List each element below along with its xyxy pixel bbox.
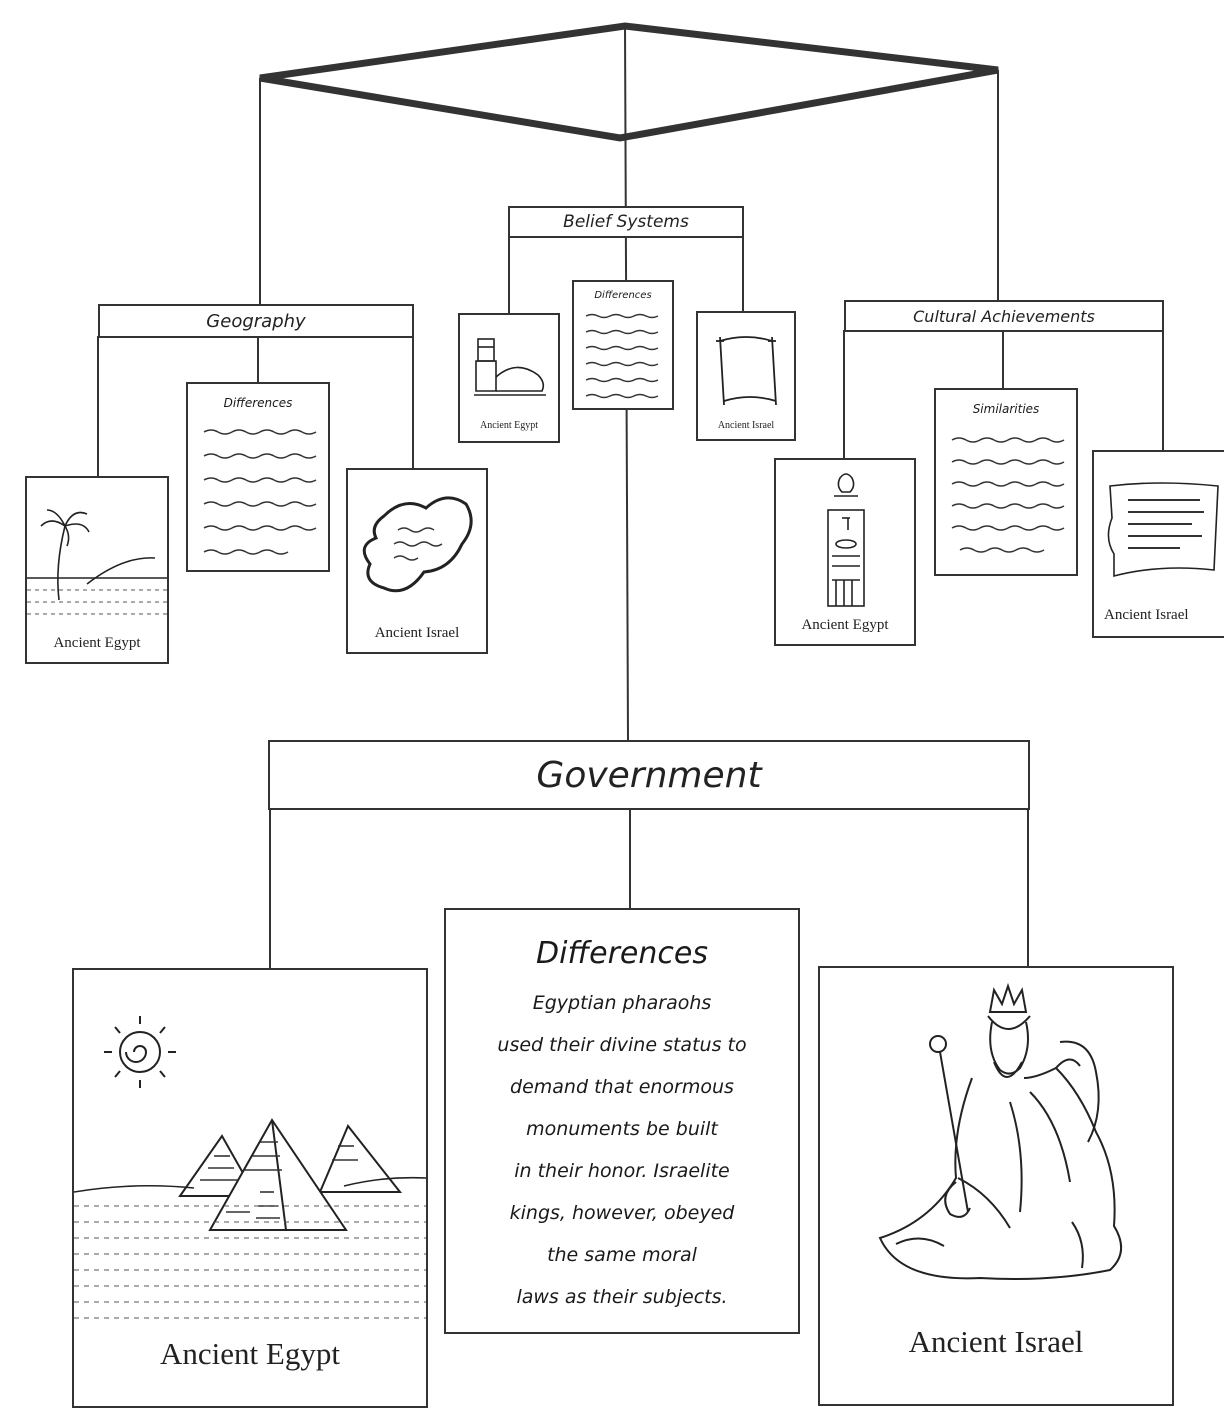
pyramids-icon: [178, 1118, 403, 1231]
top-diamond-frame: [259, 22, 999, 142]
sun-pyramids-icon: [74, 1016, 426, 1319]
geo-differences-title: Differences: [223, 396, 293, 410]
belief-egypt-caption: Ancient Egypt: [479, 420, 539, 431]
geo-israel-card: Ancient Israel: [346, 468, 488, 654]
sphinx-icon: [474, 338, 546, 396]
hieroglyph-column-icon: [827, 473, 865, 607]
belief-egypt-card: Ancient Egypt: [458, 313, 560, 443]
map-blob-icon: [362, 496, 473, 593]
king-figure-icon: [878, 982, 1122, 1280]
belief-israel-caption: Ancient Israel: [717, 420, 775, 431]
gov-differences-line: Egyptian pharaohs: [532, 992, 712, 1014]
geo-egypt-caption: Ancient Egypt: [53, 635, 141, 651]
government-header: Government: [268, 740, 1030, 810]
gov-differences-text: Egyptian pharaohs used their divine stat…: [446, 982, 798, 1318]
gov-egypt-card: Ancient Egypt: [72, 968, 428, 1408]
culture-egypt-card: Ancient Egypt: [774, 458, 916, 646]
cultural-achievements-header: Cultural Achievements: [844, 300, 1164, 332]
gov-israel-caption: Ancient Israel: [908, 1324, 1084, 1359]
culture-israel-caption: Ancient Israel: [1104, 607, 1189, 623]
gov-differences-line: kings, however, obeyed: [509, 1202, 735, 1224]
palm-desert-icon: [27, 509, 167, 615]
geo-differences-card: Differences: [186, 382, 330, 572]
gov-differences-line: demand that enormous: [510, 1076, 734, 1098]
culture-egypt-caption: Ancient Egypt: [801, 617, 889, 633]
culture-israel-card: Ancient Israel: [1092, 450, 1224, 638]
gov-differences-line: used their divine status to: [497, 1034, 747, 1056]
gov-differences-line: laws as their subjects.: [516, 1286, 728, 1308]
gov-egypt-caption: Ancient Egypt: [160, 1336, 340, 1371]
gov-differences-line: monuments be built: [526, 1118, 718, 1140]
geo-israel-caption: Ancient Israel: [374, 625, 460, 641]
culture-similarities-title: Similarities: [972, 402, 1040, 416]
culture-similarities-card: Similarities: [934, 388, 1078, 576]
sun-icon: [104, 1016, 176, 1088]
gov-differences-card: Differences Egyptian pharaohs used their…: [444, 908, 800, 1334]
scroll-icon: [716, 336, 777, 406]
squiggle-text-lines: [203, 429, 317, 555]
belief-systems-header: Belief Systems: [508, 206, 744, 238]
gov-israel-card: Ancient Israel: [818, 966, 1174, 1406]
squiggle-text-lines: [585, 313, 659, 399]
parchment-icon: [1107, 482, 1219, 578]
belief-differences-title: Differences: [594, 290, 652, 301]
gov-differences-line: in their honor. Israelite: [514, 1160, 730, 1182]
belief-israel-card: Ancient Israel: [696, 311, 796, 441]
geo-egypt-card: Ancient Egypt: [25, 476, 169, 664]
gov-differences-line: the same moral: [547, 1244, 697, 1266]
gov-differences-title: Differences: [536, 936, 708, 971]
belief-differences-card: Differences: [572, 280, 674, 410]
geography-header: Geography: [98, 304, 414, 338]
squiggle-text-lines: [951, 437, 1065, 553]
